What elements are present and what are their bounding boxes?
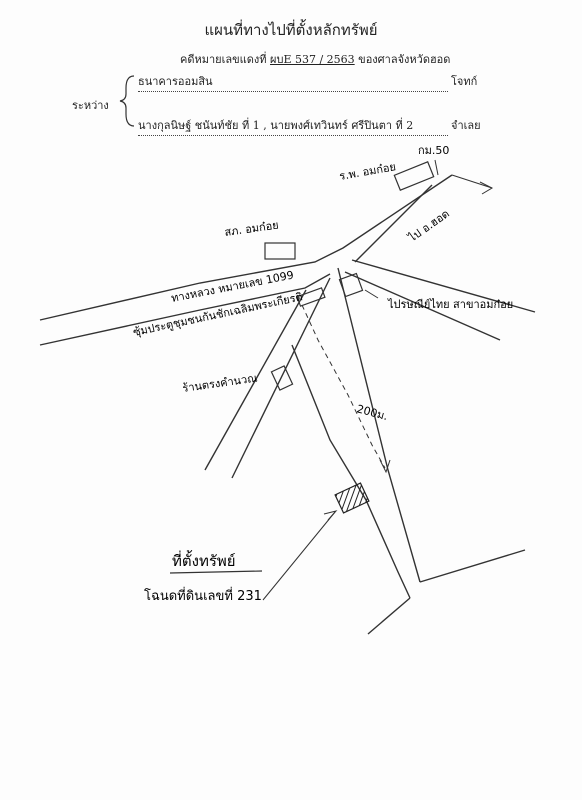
between-label: ระหว่าง xyxy=(72,99,109,112)
alley-gate xyxy=(296,287,326,307)
property-parcel xyxy=(334,482,370,514)
route-arrowhead xyxy=(379,459,391,474)
property-label: ที่ตั้งทรัพย์ xyxy=(172,550,236,570)
to-hot-label: ไป อ.ฮอด xyxy=(405,207,451,245)
secondary-road-east xyxy=(344,259,536,341)
defendant-role: จำเลย xyxy=(451,119,481,132)
route-dashed xyxy=(301,304,386,469)
police-label: สภ. อมก๋อย xyxy=(224,219,280,239)
post-office-label-text: ไปรษณีย์ไทย สาขาอมก๋อย xyxy=(387,298,513,311)
km-pointer xyxy=(434,159,439,176)
deed-label: โฉนดที่ดินเลขที่ 231 xyxy=(144,587,262,604)
shop-label: ร้านตรงคำนวณ xyxy=(182,372,259,395)
police-building xyxy=(264,242,296,260)
defendant-names: นางกุลนิษฐ์ ชนันท์ชัย ที่ 1 , นายพงศ์เทว… xyxy=(138,116,448,136)
court-name: ของศาลจังหวัดฮอด xyxy=(358,53,451,66)
side-road xyxy=(204,267,526,635)
post-office-label: ไปรษณีย์ไทย สาขาอมก๋อย xyxy=(387,298,513,311)
property-pointer xyxy=(262,511,336,601)
case-line: คดีหมายเลขแดงที่ ผบE 537 / 2563 ของศาลจั… xyxy=(180,50,450,68)
property-underline xyxy=(169,570,263,574)
plaintiff-role: โจทก์ xyxy=(451,75,478,88)
case-number: ผบE 537 / 2563 xyxy=(270,53,355,66)
alley-label: ซุ้มประตูชุมชนกันชักเฉลิมพระเกียรติ xyxy=(132,290,304,339)
highway-road xyxy=(39,174,494,346)
post-pointer xyxy=(364,289,379,299)
plaintiff-name: ธนาคารออมสิน xyxy=(138,72,448,92)
case-prefix: คดีหมายเลขแดงที่ xyxy=(180,53,267,66)
shop-building xyxy=(270,365,294,391)
hospital-label: ร.พ. อมก๋อย xyxy=(338,160,397,183)
km-post-label: กม.50 xyxy=(418,144,449,157)
post-office-building xyxy=(338,272,364,298)
property-arrowhead xyxy=(323,510,338,521)
hospital-building xyxy=(393,161,435,191)
bracket xyxy=(119,75,135,127)
document-title: แผนที่ทางไปที่ตั้งหลักทรัพย์ xyxy=(204,21,378,39)
